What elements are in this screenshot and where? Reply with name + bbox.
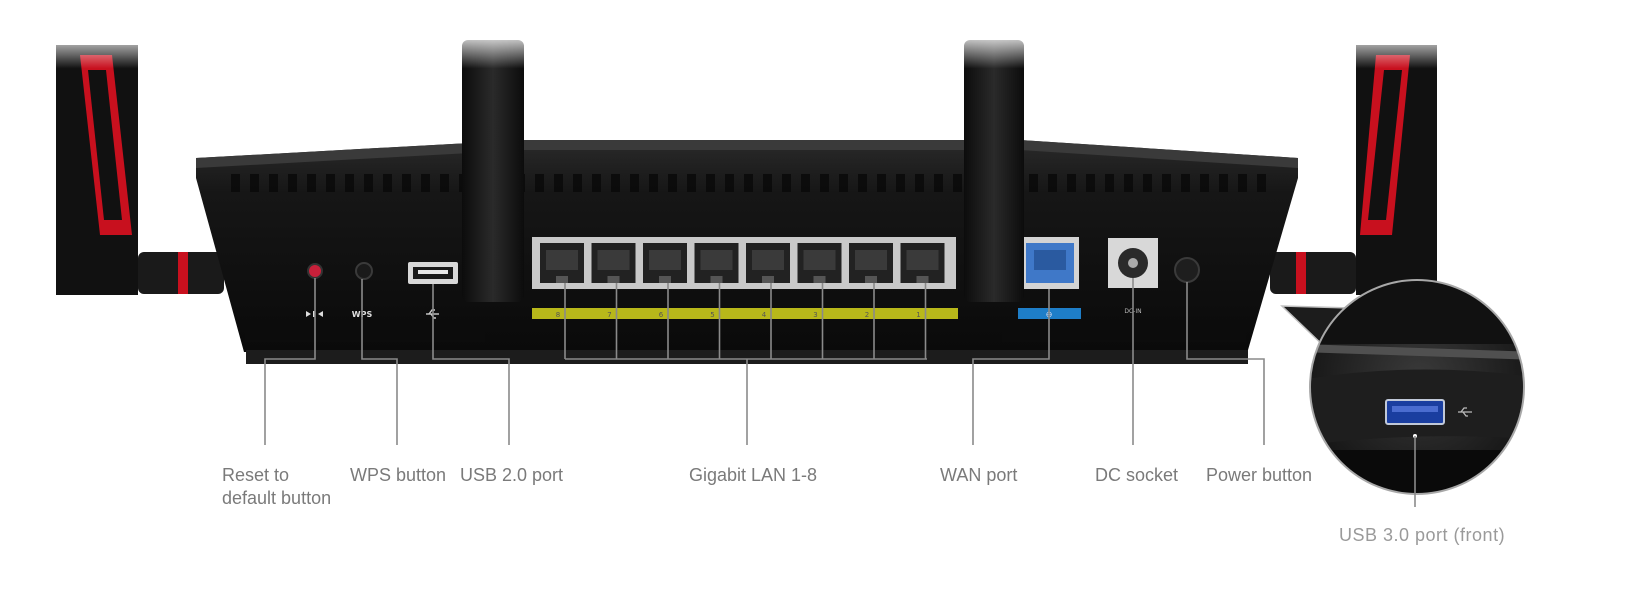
lan-port-8[interactable] [540, 243, 584, 283]
label-wps: WPS button [350, 465, 447, 485]
leader-wan [972, 289, 1050, 445]
label-reset-line1: Reset to [222, 465, 290, 485]
leader-power [1186, 282, 1265, 445]
lan-number-1: 1 [916, 311, 920, 319]
antenna-right [1270, 30, 1438, 295]
zoom-inset-border [1309, 279, 1525, 495]
lan-number-8: 8 [556, 311, 560, 319]
lan-port-5[interactable] [694, 243, 739, 283]
label-reset-line2: default button [222, 488, 332, 508]
usb-icon [1458, 407, 1472, 417]
leader-usb2 [432, 284, 510, 445]
lan-port-6[interactable] [643, 243, 687, 283]
reset-button[interactable] [307, 263, 323, 279]
wps-button[interactable] [355, 262, 373, 280]
label-reset: Reset to default button [222, 464, 331, 510]
lan-port-4[interactable] [746, 243, 790, 283]
label-wan: WAN port [940, 465, 1018, 485]
lan-port-3[interactable] [797, 243, 842, 283]
antenna-center-left [462, 30, 524, 302]
power-button[interactable] [1174, 257, 1200, 283]
lan-number-7: 7 [607, 311, 611, 319]
leader-reset [264, 278, 316, 445]
leader-lines [264, 278, 1416, 507]
lan-port-7[interactable] [591, 243, 636, 283]
label-usb2: USB 2.0 port [460, 465, 564, 485]
lan-number-4: 4 [762, 311, 767, 319]
label-dc: DC socket [1095, 465, 1179, 485]
lan-color-strip [532, 308, 958, 319]
lan-number-3: 3 [813, 311, 817, 319]
leader-wps [361, 279, 398, 445]
wan-port[interactable] [1021, 237, 1079, 289]
label-power: Power button [1206, 465, 1313, 485]
lan-number-2: 2 [865, 311, 869, 319]
label-lan: Gigabit LAN 1-8 [689, 465, 818, 485]
label-usb3: USB 3.0 port (front) [1339, 525, 1506, 545]
antenna-center-right [964, 30, 1024, 302]
zoom-inset [1310, 280, 1524, 494]
antenna-left [56, 30, 224, 295]
lan-port-1[interactable] [900, 243, 945, 283]
reset-icon [306, 311, 323, 317]
usb2-port[interactable] [408, 262, 458, 284]
lan-number-6: 6 [659, 311, 664, 319]
lan-number-5: 5 [710, 311, 714, 319]
lan-port-2[interactable] [849, 243, 893, 283]
